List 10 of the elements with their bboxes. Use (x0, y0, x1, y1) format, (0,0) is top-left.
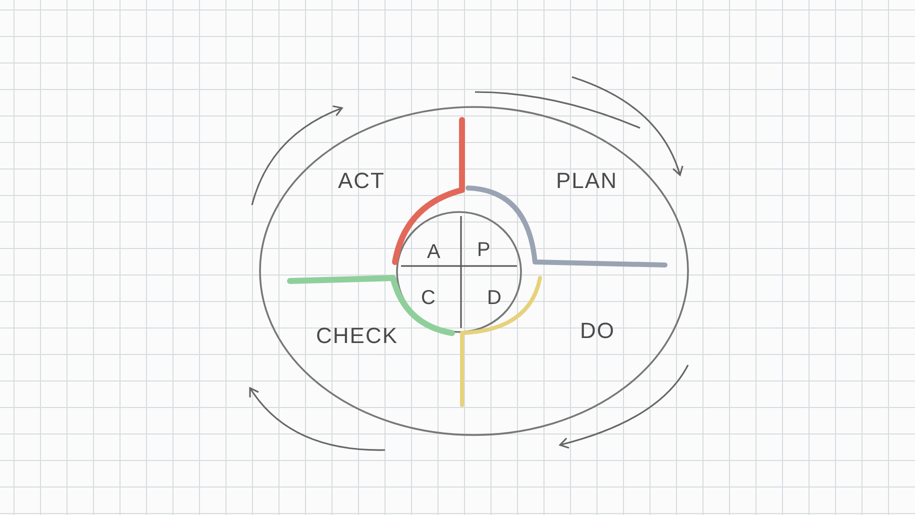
quadrant-label: PLAN (556, 170, 618, 192)
quadrant-letter: C (421, 288, 436, 308)
quadrant-letter: A (427, 242, 440, 262)
quadrant-letter: D (487, 288, 502, 308)
cycle-ellipse (258, 105, 690, 437)
quadrant-label: ACT (338, 170, 385, 192)
quadrant-label: DO (580, 320, 615, 342)
quadrant-label: CHECK (316, 325, 398, 347)
quadrant-letter: P (477, 240, 490, 260)
inner-circle (395, 210, 523, 334)
